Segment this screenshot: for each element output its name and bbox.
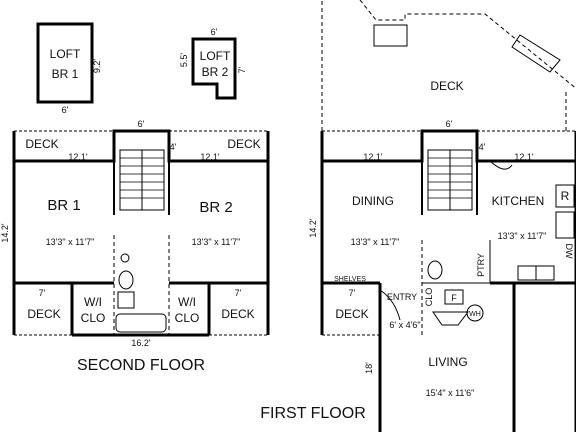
ff-shelves: SHELVES (334, 276, 366, 283)
sf-br2-size: 13'3" x 11'7" (192, 237, 241, 247)
ff-pantry: PTRY (476, 253, 486, 277)
loft-br1-walls (36, 22, 94, 104)
loft-br1-width: 6' (62, 105, 69, 115)
loft-br2-walls (191, 37, 237, 100)
ff-stair-side: 4' (479, 142, 486, 152)
sf-deck-dim-right: 7' (235, 288, 242, 298)
loft-br1-label: LOFT (50, 47, 81, 61)
ff-living-size: 15'4" x 11'6" (426, 388, 475, 398)
sf-width: 16.2' (131, 338, 151, 348)
ff-furnace: F (451, 293, 457, 303)
first-floor-north-wall (322, 129, 576, 163)
loft-br2-top-dim: 6' (211, 27, 218, 37)
ff-refrigerator: R (561, 189, 570, 203)
sf-deck-dim-left: 7' (39, 288, 46, 298)
ff-dishwasher: DW (564, 244, 574, 259)
deck-stair-left (373, 24, 408, 47)
sf-br1-name: BR 1 (47, 197, 80, 214)
loft-br2-sublabel: BR 2 (202, 65, 229, 79)
deck-stair-right (511, 34, 561, 73)
sf-closet-right-line1: W/I (178, 295, 196, 309)
upper-deck-outline (359, 0, 576, 131)
sf-deck-top-left: DECK (25, 137, 58, 151)
first-floor-toilet (427, 260, 443, 280)
sf-deck-top-right: DECK (227, 137, 260, 151)
ff-depth: 14.2' (308, 218, 318, 238)
loft-br1-sublabel: BR 1 (52, 67, 79, 81)
ff-deck-dim: 7' (349, 288, 356, 298)
second-floor-sink (117, 291, 135, 309)
bathtub (115, 313, 167, 333)
sf-stair-side: 4' (170, 142, 177, 152)
second-floor-caption: SECOND FLOOR (77, 357, 205, 374)
ff-kitchen-name: KITCHEN (492, 194, 545, 208)
ff-dining-name: DINING (352, 194, 394, 208)
ff-living-dim: 18' (364, 362, 374, 374)
sf-br1-dim: 12.1' (68, 152, 88, 162)
ff-deck-label: DECK (430, 79, 463, 93)
ff-closet: CLO (424, 288, 434, 307)
loft-br2-left-dim: 5.5' (179, 53, 189, 68)
loft-br2-right-dim: 7' (237, 66, 247, 73)
sf-closet-left-line2: CLO (81, 311, 106, 325)
first-floor-caption: FIRST FLOOR (260, 405, 366, 422)
sf-depth: 14.2' (0, 223, 10, 243)
ff-living-name: LIVING (428, 355, 467, 369)
sf-stair-dim: 6' (138, 119, 145, 129)
ff-entry-size: 6' x 4'6" (389, 320, 420, 330)
sf-closet-left-line1: W/I (84, 295, 102, 309)
second-floor-north-wall (14, 129, 268, 163)
sf-closet-right-line2: CLO (175, 311, 200, 325)
ff-water-heater: WH (469, 311, 481, 318)
sf-deck-bottom-left: DECK (27, 307, 60, 321)
sf-deck-bottom-right: DECK (221, 307, 254, 321)
sf-br2-name: BR 2 (199, 199, 232, 216)
loft-br1-height: 9.2' (92, 59, 102, 74)
ff-dining-dim: 12.1' (363, 152, 383, 162)
ff-dining-size: 13'3" x 11'7" (351, 237, 400, 247)
ff-deck-small: DECK (335, 307, 368, 321)
second-floor-toilet (118, 270, 134, 290)
ff-stair-dim: 6' (446, 119, 453, 129)
sf-br2-dim: 12.1' (200, 152, 220, 162)
ff-entry: ENTRY (387, 292, 417, 302)
sf-br1-size: 13'3" x 11'7" (46, 237, 95, 247)
ff-kitchen-size: 13'3" x 11'7" (498, 231, 547, 241)
ff-kitchen-dim: 12.1' (514, 152, 534, 162)
loft-br2-label: LOFT (200, 49, 231, 63)
